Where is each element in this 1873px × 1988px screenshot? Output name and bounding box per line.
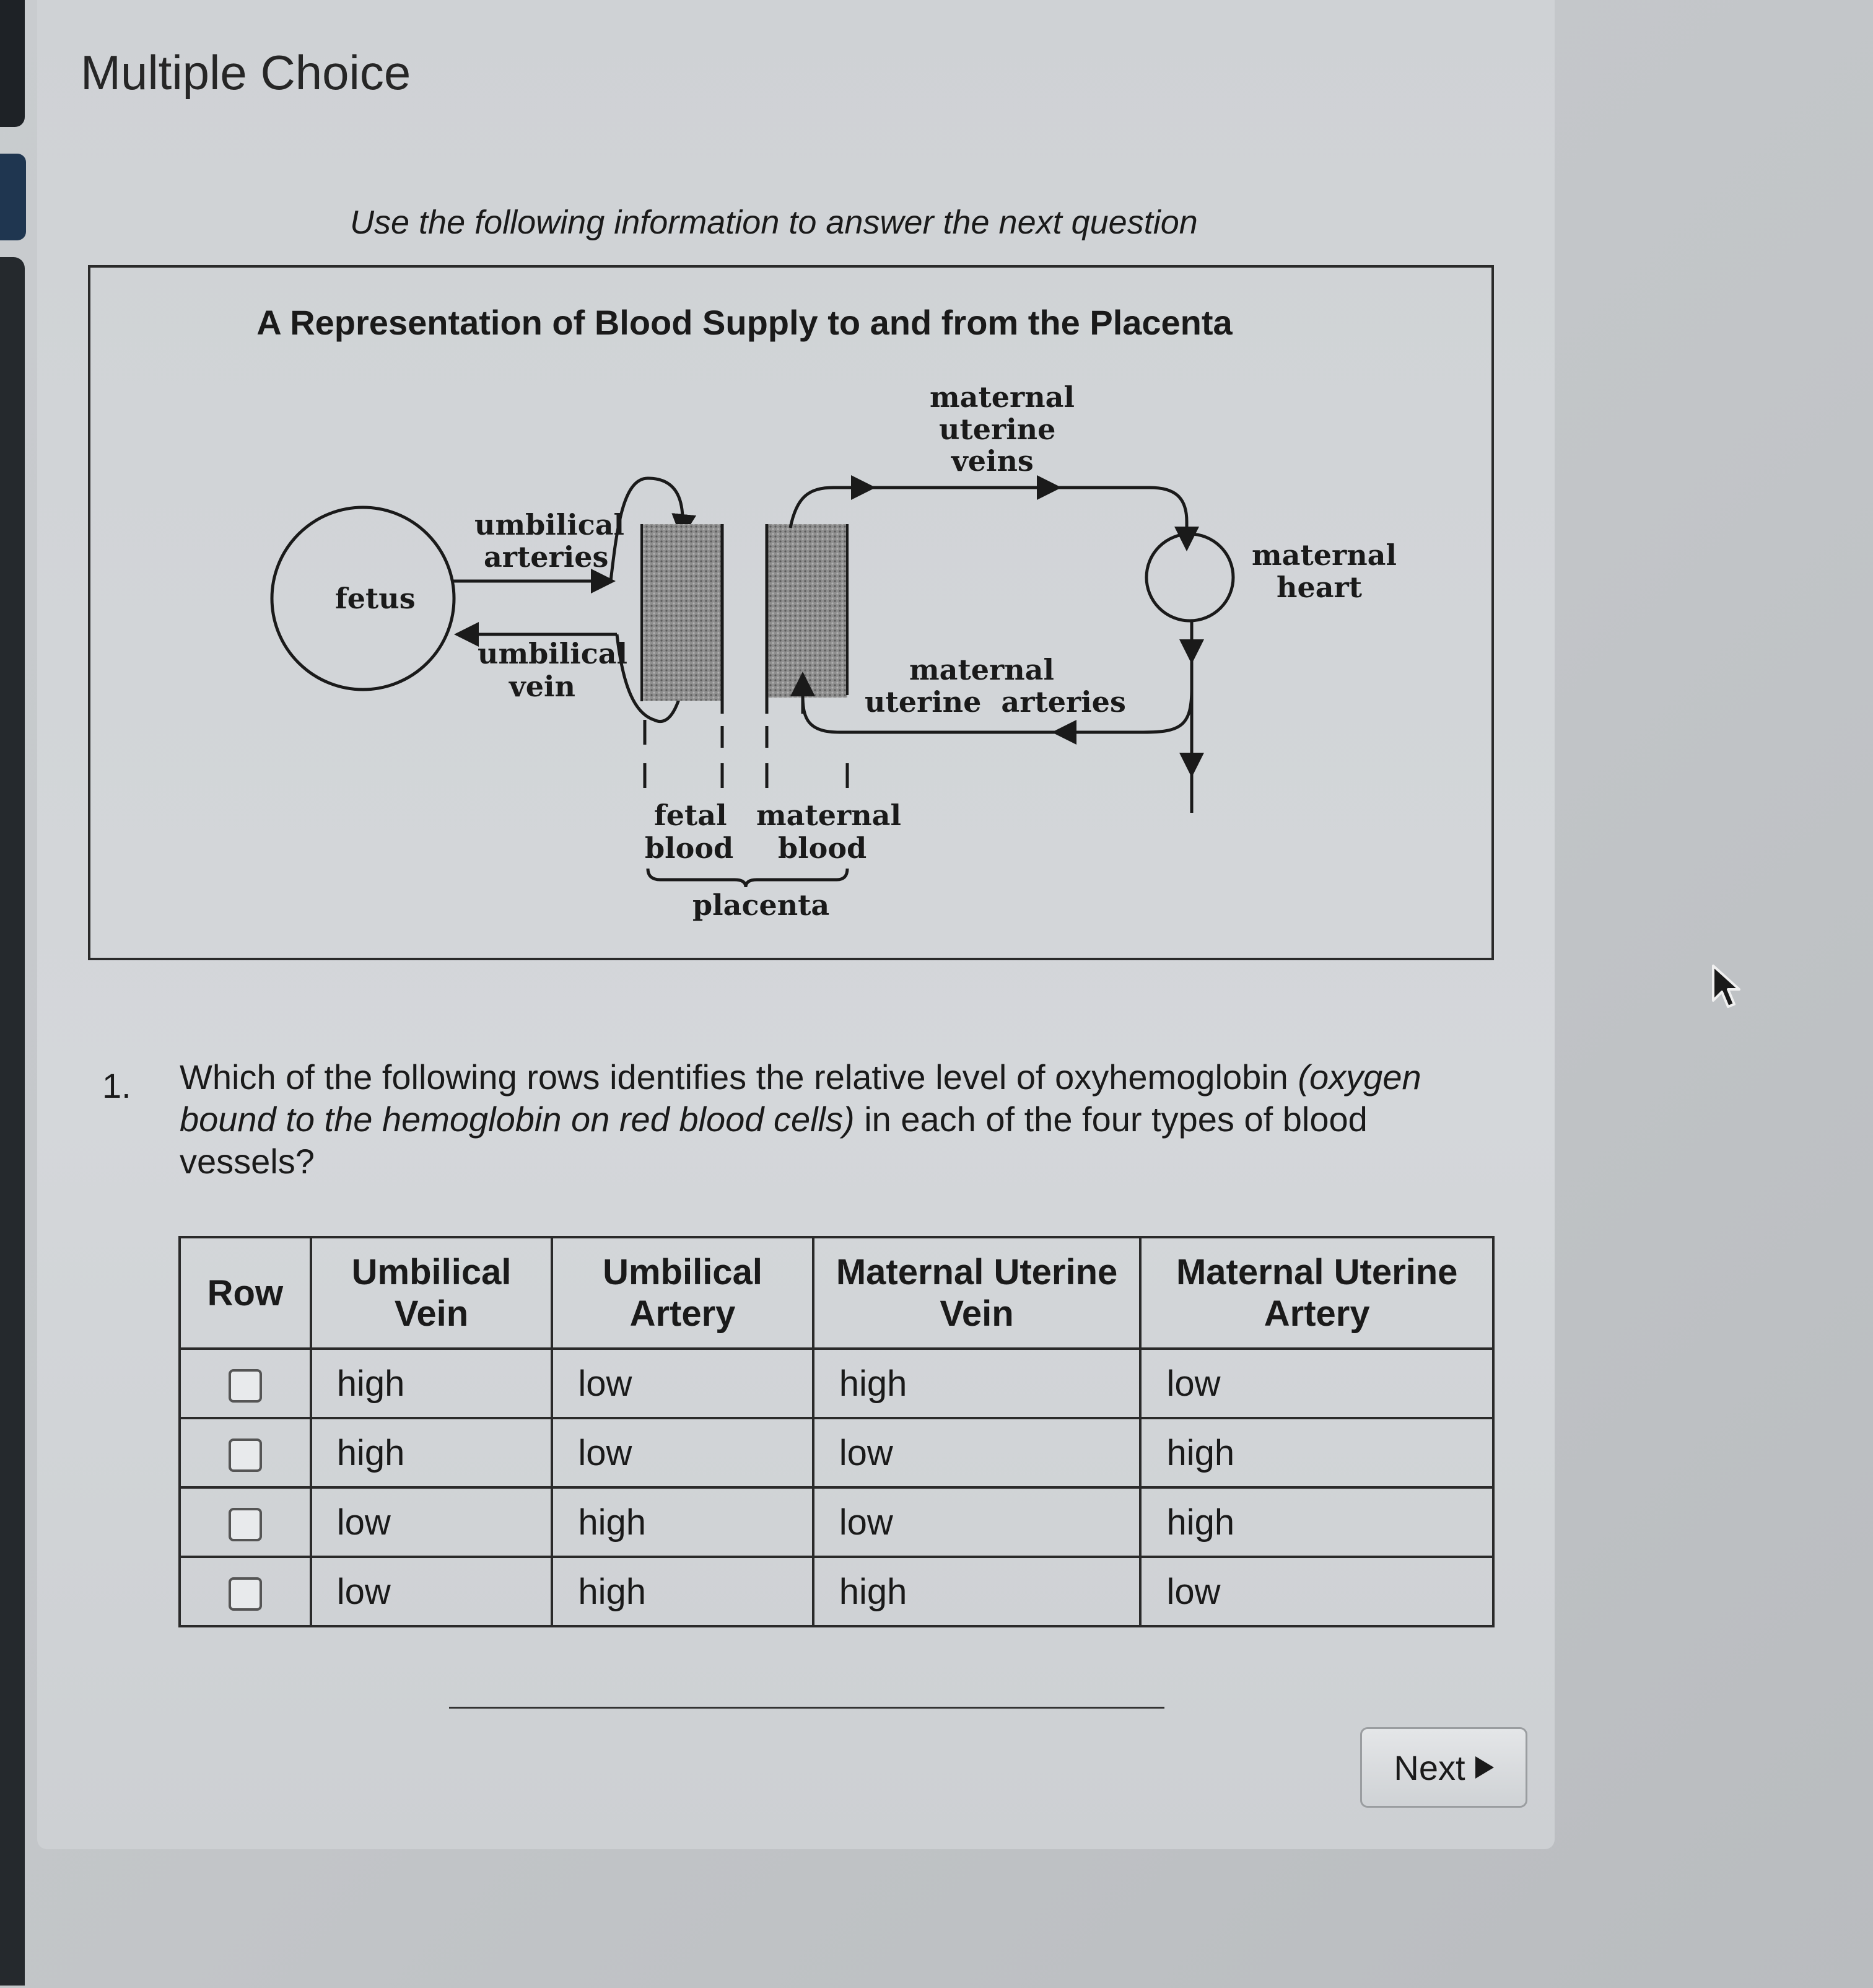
cell-umbilical-artery: high — [551, 1556, 814, 1627]
section-title: Multiple Choice — [81, 45, 411, 100]
answer-checkbox-1[interactable] — [228, 1369, 262, 1403]
cell-maternal-uterine-artery: low — [1139, 1347, 1495, 1419]
label-mat-ut-veins-3: veins — [951, 444, 1034, 478]
maternal-uterine-veins-path — [788, 486, 1150, 528]
cell-maternal-uterine-vein: high — [811, 1556, 1142, 1627]
maternal-uterine-arteries-path — [801, 688, 1194, 734]
header-umbilical-vein: Umbilical Vein — [309, 1236, 554, 1350]
answer-checkbox-2[interactable] — [228, 1438, 262, 1473]
umbilical-arteries-loop — [609, 476, 697, 582]
label-umbilical-vein-2: vein — [509, 670, 575, 703]
placenta-brace — [646, 868, 849, 888]
question-text-part-1: Which of the following rows identifies t… — [180, 1057, 1298, 1097]
label-umbilical-vein-1: umbilical — [478, 637, 627, 670]
cell-umbilical-vein: low — [309, 1556, 554, 1627]
label-maternal-blood-1: maternal — [756, 799, 901, 832]
header-row: Row — [178, 1236, 312, 1350]
answer-checkbox-3[interactable] — [228, 1508, 262, 1542]
question-text-italic: (oxygen bound to the hemoglobin on red b… — [180, 1057, 1421, 1139]
fetus-circle — [270, 506, 456, 691]
label-mat-ut-arteries-2: uterine arteries — [865, 685, 1126, 719]
sidebar-edge-active — [0, 154, 26, 240]
label-maternal-heart-1: maternal — [1252, 538, 1397, 572]
divider — [449, 1707, 1164, 1709]
cell-maternal-uterine-vein: low — [811, 1486, 1142, 1558]
cell-maternal-uterine-artery: high — [1139, 1417, 1495, 1489]
diagram-title: A Representation of Blood Supply to and … — [256, 303, 1233, 342]
diagram-box: A Representation of Blood Supply to and … — [88, 265, 1494, 960]
answer-table-header: Row Umbilical Vein Umbilical Artery Mate… — [178, 1236, 1495, 1350]
table-row[interactable]: high low low high — [178, 1417, 1495, 1489]
label-maternal-blood-2: blood — [778, 831, 867, 865]
table-row[interactable]: low high high low — [178, 1556, 1495, 1627]
label-mat-ut-veins-1: maternal — [930, 380, 1075, 414]
fetal-blood-block — [642, 524, 722, 701]
row-select-cell[interactable] — [178, 1486, 312, 1558]
label-mat-ut-veins-2: uterine — [939, 413, 1055, 446]
cell-maternal-uterine-artery: high — [1139, 1486, 1495, 1558]
umbilical-vein-loop — [615, 634, 684, 723]
label-umbilical-arteries-2: arteries — [484, 540, 608, 574]
row-select-cell[interactable] — [178, 1347, 312, 1419]
next-button[interactable]: Next — [1360, 1727, 1527, 1808]
cell-maternal-uterine-vein: low — [811, 1417, 1142, 1489]
maternal-heart-circle — [1145, 532, 1235, 623]
header-maternal-uterine-vein: Maternal Uterine Vein — [811, 1236, 1142, 1350]
label-mat-ut-arteries-1: maternal — [909, 653, 1054, 686]
cell-umbilical-vein: low — [309, 1486, 554, 1558]
play-arrow-icon — [1475, 1756, 1494, 1779]
label-fetal-blood-1: fetal — [654, 799, 727, 832]
answer-checkbox-4[interactable] — [228, 1577, 262, 1611]
header-umbilical-artery: Umbilical Artery — [551, 1236, 814, 1350]
cell-umbilical-artery: low — [551, 1347, 814, 1419]
placenta-guide-lines — [643, 720, 849, 788]
intro-text: Use the following information to answer … — [350, 204, 1198, 241]
row-select-cell[interactable] — [178, 1556, 312, 1627]
label-umbilical-arteries-1: umbilical — [474, 508, 624, 541]
label-fetal-blood-2: blood — [645, 831, 733, 865]
label-placenta: placenta — [692, 888, 829, 922]
table-row[interactable]: low high low high — [178, 1486, 1495, 1558]
next-button-label: Next — [1394, 1748, 1465, 1787]
sidebar-edge-bottom — [0, 257, 25, 1986]
row-select-cell[interactable] — [178, 1417, 312, 1489]
table-row[interactable]: high low high low — [178, 1347, 1495, 1419]
cell-umbilical-vein: high — [309, 1417, 554, 1489]
sidebar-edge-top — [0, 0, 25, 127]
label-maternal-heart-2: heart — [1277, 571, 1363, 604]
question-text: Which of the following rows identifies t… — [180, 1056, 1499, 1183]
cell-umbilical-artery: high — [551, 1486, 814, 1558]
label-fetus: fetus — [335, 582, 416, 615]
question-number: 1. — [102, 1066, 131, 1105]
maternal-blood-block — [767, 524, 847, 698]
cell-umbilical-artery: low — [551, 1417, 814, 1489]
cell-umbilical-vein: high — [309, 1347, 554, 1419]
cell-maternal-uterine-artery: low — [1139, 1556, 1495, 1627]
cell-maternal-uterine-vein: high — [811, 1347, 1142, 1419]
maternal-uterine-veins-to-heart — [1149, 486, 1199, 551]
header-maternal-uterine-artery: Maternal Uterine Artery — [1139, 1236, 1495, 1350]
mouse-cursor-icon — [1712, 965, 1740, 1008]
question-text-part-2: in each of the four types of blood vesse… — [180, 1100, 1368, 1181]
answer-table: Row Umbilical Vein Umbilical Artery Mate… — [178, 1236, 1495, 1627]
placenta-diagram: fetus umbilical arteries umbilical vein … — [270, 380, 1397, 922]
